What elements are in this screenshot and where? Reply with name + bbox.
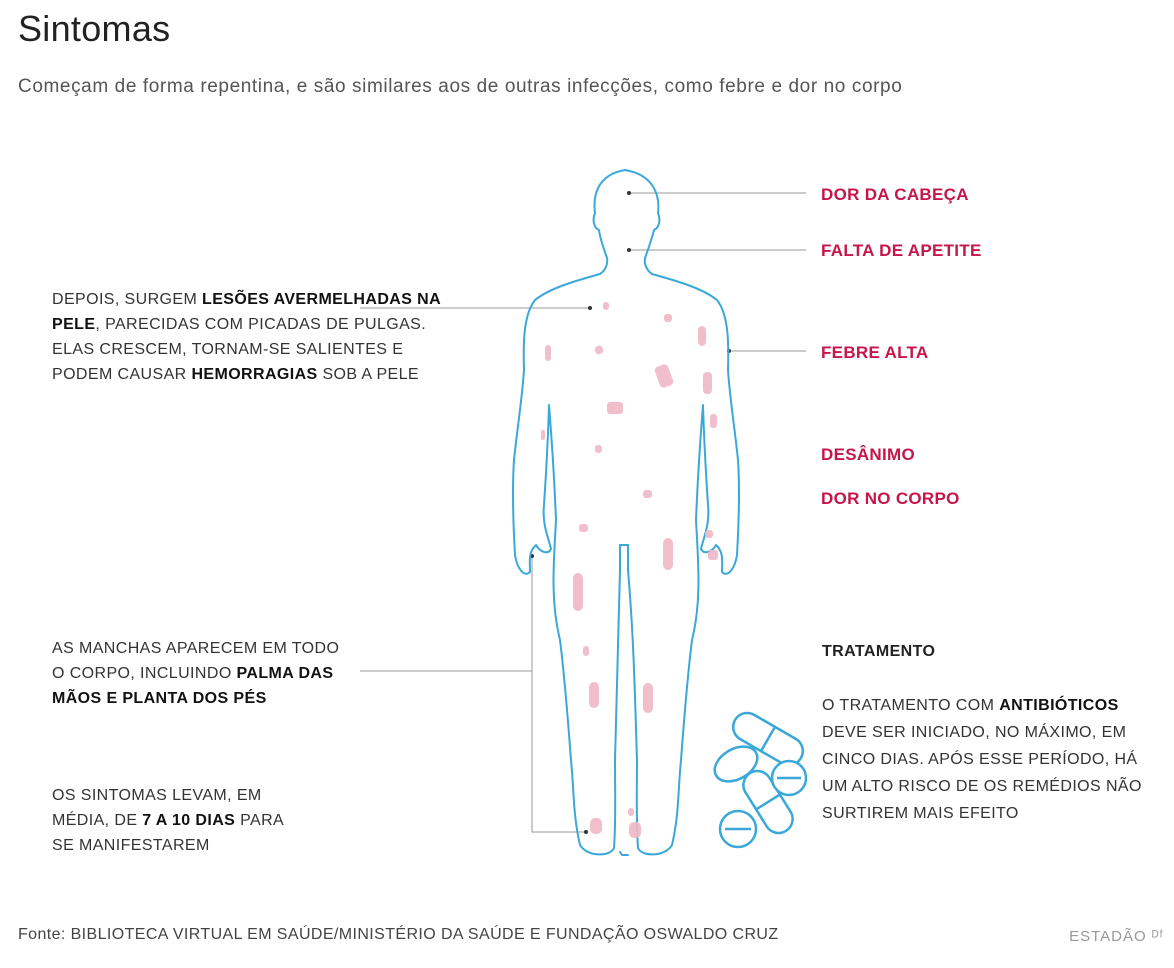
lesion	[708, 550, 718, 560]
treatment-heading: TRATAMENTO	[822, 643, 936, 660]
page-title: Sintomas	[18, 8, 171, 49]
lesion	[643, 683, 653, 713]
source-credit: Fonte: BIBLIOTECA VIRTUAL EM SAÚDE/MINIS…	[18, 926, 779, 943]
lesion	[654, 364, 674, 388]
tablet-icon	[770, 759, 808, 797]
tablet-icon	[713, 745, 759, 783]
lesion	[590, 818, 602, 834]
lesion	[541, 430, 545, 440]
lesion	[628, 808, 634, 816]
lesion	[663, 538, 673, 570]
lesion	[603, 302, 609, 310]
leader-lines	[360, 192, 806, 833]
lesion	[629, 822, 641, 838]
note-spots: AS MANCHAS APARECEM EM TODO O CORPO, INC…	[52, 640, 340, 707]
page-subtitle: Começam de forma repentina, e são simila…	[18, 76, 903, 97]
lesion	[573, 573, 583, 611]
lesion	[595, 445, 602, 453]
skin-lesions	[541, 302, 718, 838]
leader-feet	[531, 556, 586, 833]
lesion	[583, 646, 589, 656]
publisher-logo: ESTADÃO ᴰᶠ	[1069, 928, 1164, 945]
lesion	[589, 682, 599, 708]
treatment-text: O TRATAMENTO COM ANTIBIÓTICOS DEVE SER I…	[822, 697, 1142, 822]
antibiotic-pills-icon	[713, 711, 808, 849]
symptom-appetite: FALTA DE APETITE	[821, 241, 982, 260]
symptom-fever: FEBRE ALTA	[821, 343, 929, 362]
lesion	[664, 314, 672, 322]
lesion	[703, 372, 712, 394]
lesion	[594, 345, 604, 355]
note-lesions: DEPOIS, SURGEM LESÕES AVERMELHADAS NA PE…	[52, 291, 442, 383]
tablet-icon	[718, 809, 758, 849]
note-onset: OS SINTOMAS LEVAM, EM MÉDIA, DE 7 A 10 D…	[52, 787, 285, 854]
lesion	[698, 326, 706, 346]
symptom-headache: DOR DA CABEÇA	[821, 185, 969, 204]
capsule-icon	[731, 711, 805, 767]
lesion	[545, 345, 551, 361]
lesion	[705, 530, 713, 538]
symptom-fatigue: DESÂNIMO	[821, 445, 916, 464]
lesion	[607, 402, 623, 414]
lesion	[643, 490, 652, 498]
human-body-outline	[511, 169, 741, 856]
lesion	[710, 414, 717, 428]
symptom-body-pain: DOR NO CORPO	[821, 489, 960, 508]
lesion	[579, 524, 588, 532]
leader-dots	[530, 191, 731, 834]
